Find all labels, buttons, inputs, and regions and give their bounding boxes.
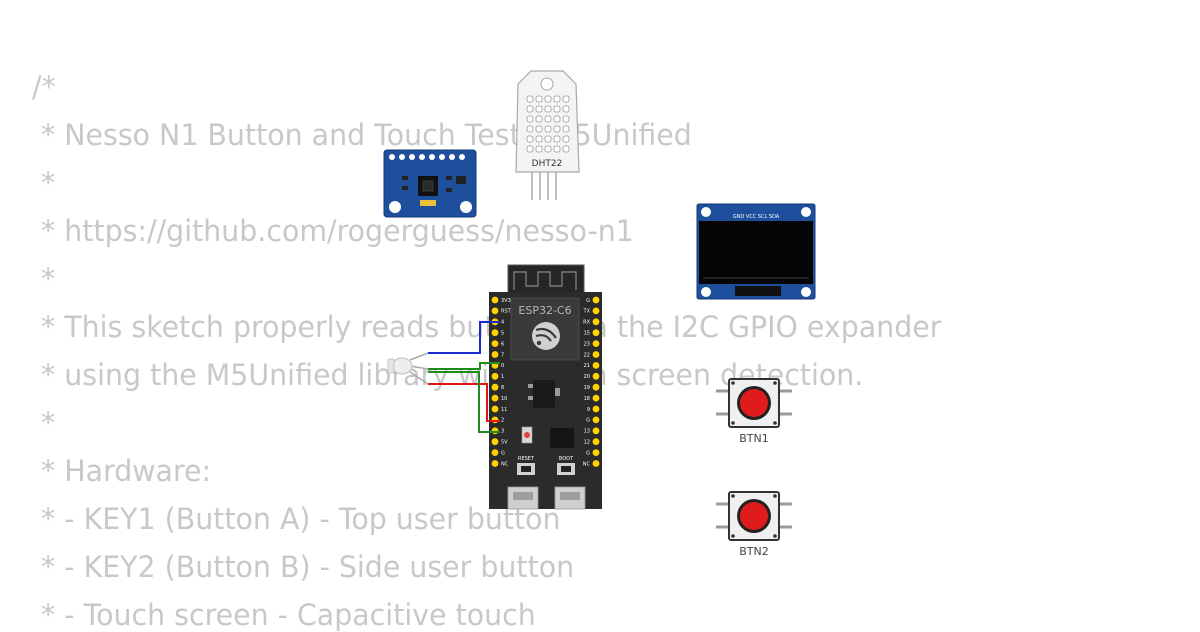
right-pin-label: RX bbox=[583, 320, 590, 326]
right-pin-label: 23 bbox=[584, 341, 590, 347]
left-header-pin[interactable] bbox=[491, 405, 499, 413]
left-header-pin[interactable] bbox=[491, 394, 499, 402]
right-header-pin[interactable] bbox=[592, 394, 600, 402]
right-header-pin[interactable] bbox=[592, 362, 600, 369]
right-pin-label: NC bbox=[583, 461, 591, 467]
right-pin-label: 20 bbox=[584, 374, 590, 380]
left-header-pin[interactable] bbox=[491, 296, 499, 304]
oled-display-module[interactable]: GND VCC SCL SDA bbox=[696, 203, 816, 300]
left-pin-label: 10 bbox=[501, 396, 507, 402]
left-header-pin[interactable] bbox=[491, 449, 499, 456]
right-pin-label: 22 bbox=[584, 352, 590, 358]
right-pin-label: 18 bbox=[584, 396, 590, 402]
push-button-btn2[interactable]: BTN2 bbox=[716, 491, 792, 558]
left-pin-label: 7 bbox=[501, 352, 504, 358]
right-pin-label: G bbox=[586, 418, 590, 424]
right-pin-label: G bbox=[586, 298, 590, 304]
left-header-pin[interactable] bbox=[491, 438, 499, 446]
left-pin-label: 8 bbox=[501, 385, 504, 391]
left-pin-label: G bbox=[501, 450, 505, 456]
wire-blue[interactable] bbox=[428, 321, 500, 354]
right-header-pin[interactable] bbox=[592, 318, 600, 326]
imu-sensor-module[interactable] bbox=[383, 149, 477, 218]
reset-button-label: RESET bbox=[518, 456, 535, 462]
left-header-pin[interactable] bbox=[491, 340, 499, 347]
left-header-pin[interactable] bbox=[491, 307, 499, 315]
right-header-pin[interactable] bbox=[592, 460, 600, 467]
esp32-c6-board[interactable]: ESP32-C6 RESET BOOT 3V3RST45670181011235… bbox=[489, 264, 602, 510]
left-header-pin[interactable] bbox=[491, 460, 499, 467]
dht22-label: DHT22 bbox=[532, 159, 563, 169]
left-header-pin[interactable] bbox=[491, 351, 499, 358]
board-chip bbox=[550, 428, 574, 448]
right-pin-label: TX bbox=[583, 309, 591, 315]
left-header-pin[interactable] bbox=[491, 427, 499, 435]
left-header-pin[interactable] bbox=[491, 329, 499, 337]
right-pin-label: G bbox=[586, 450, 590, 456]
right-header-pin[interactable] bbox=[592, 449, 600, 456]
left-pin-label: 1 bbox=[501, 374, 504, 380]
right-pin-label: 19 bbox=[584, 385, 590, 391]
left-pin-label: 5V bbox=[501, 440, 508, 446]
btn1-label: BTN1 bbox=[739, 432, 769, 445]
right-pin-label: 13 bbox=[584, 429, 590, 435]
left-pin-label: 11 bbox=[501, 407, 507, 413]
wire-red[interactable] bbox=[428, 383, 500, 422]
left-pin-label: 5 bbox=[501, 331, 504, 337]
oled-pin-header-label: GND VCC SCL SDA bbox=[733, 214, 780, 220]
right-header-pin[interactable] bbox=[592, 340, 600, 347]
oled-screen bbox=[699, 221, 813, 284]
rgb-led[interactable] bbox=[387, 352, 429, 385]
right-pin-label: 21 bbox=[584, 363, 590, 369]
left-pin-label: 2 bbox=[501, 418, 504, 424]
left-pin-label: 4 bbox=[501, 320, 504, 326]
right-header-pin[interactable] bbox=[592, 438, 600, 446]
right-header-pin[interactable] bbox=[592, 383, 600, 391]
left-header-pin[interactable] bbox=[491, 383, 499, 391]
push-button-btn1[interactable]: BTN1 bbox=[716, 378, 792, 445]
right-pin-label: 9 bbox=[587, 407, 590, 413]
left-header-pin[interactable] bbox=[491, 372, 499, 380]
right-pin-label: 12 bbox=[584, 440, 590, 446]
left-pin-label: 6 bbox=[501, 341, 504, 347]
left-header-pin[interactable] bbox=[491, 416, 499, 424]
left-pin-label: RST bbox=[501, 309, 512, 315]
boot-button-label: BOOT bbox=[559, 456, 574, 462]
espressif-logo-icon bbox=[532, 322, 560, 350]
right-header-pin[interactable] bbox=[592, 351, 600, 358]
wire-green[interactable] bbox=[428, 362, 500, 370]
right-header-pin[interactable] bbox=[592, 416, 600, 424]
btn2-label: BTN2 bbox=[739, 545, 769, 558]
right-header-pin[interactable] bbox=[592, 427, 600, 435]
board-name-label: ESP32-C6 bbox=[518, 304, 571, 317]
right-header-pin[interactable] bbox=[592, 307, 600, 315]
right-header-pin[interactable] bbox=[592, 329, 600, 337]
right-header-pin[interactable] bbox=[592, 372, 600, 380]
wire-green[interactable] bbox=[428, 371, 500, 433]
left-pin-label: NC bbox=[501, 461, 509, 467]
wires bbox=[428, 321, 500, 433]
left-pin-label: 3 bbox=[501, 429, 504, 435]
right-header-pin[interactable] bbox=[592, 405, 600, 413]
left-pin-label: 3V3 bbox=[501, 298, 511, 304]
left-pin-label: 0 bbox=[501, 363, 504, 369]
right-header-pin[interactable] bbox=[592, 296, 600, 304]
dht22-sensor[interactable]: DHT22 bbox=[515, 70, 580, 200]
right-pin-label: 15 bbox=[584, 331, 590, 337]
